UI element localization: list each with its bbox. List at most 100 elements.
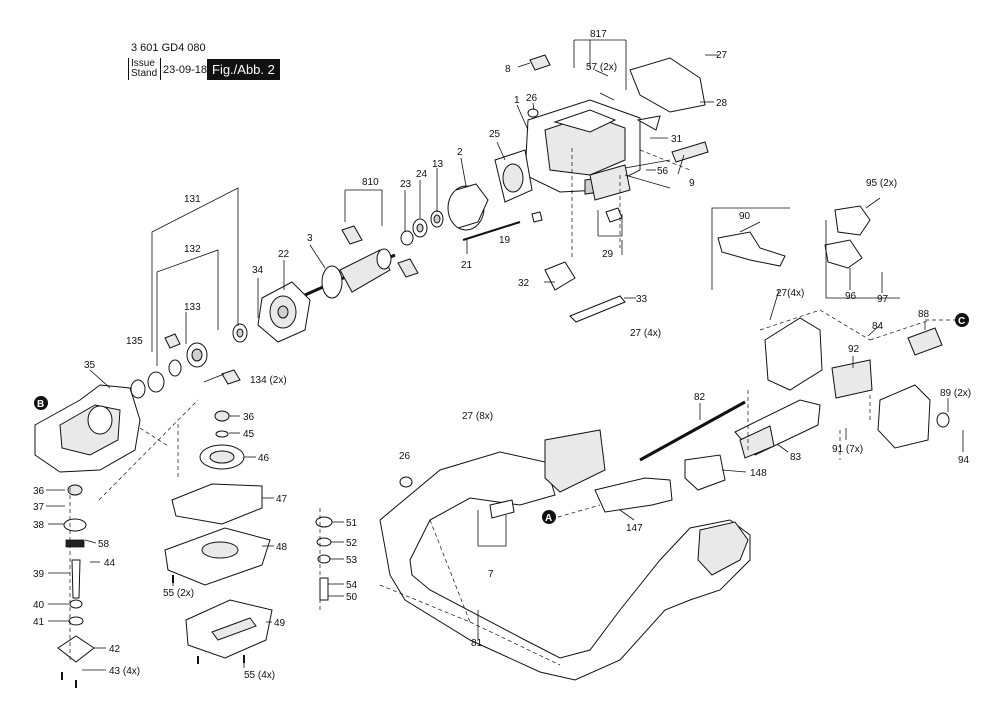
callout-42: 42: [109, 644, 121, 655]
callout-44: 44: [104, 558, 116, 569]
callout-54: 54: [346, 580, 358, 591]
gear-bearing-part: [130, 323, 248, 399]
callout-49: 49: [274, 618, 286, 629]
callout-148: 148: [750, 468, 767, 479]
callout-94: 94: [958, 455, 970, 466]
callout-22: 22: [278, 249, 290, 260]
callout-55-2x: 55 (2x): [163, 588, 194, 599]
callout-55-4x: 55 (4x): [244, 670, 275, 681]
callout-33: 33: [636, 294, 648, 305]
dashed-leader-lines: [69, 148, 958, 666]
callout-37: 37: [33, 502, 45, 513]
screw-part: [61, 575, 245, 688]
callout-81: 81: [471, 638, 483, 649]
callout-135: 135: [126, 336, 143, 347]
callout-83: 83: [790, 452, 802, 463]
callout-26-top: 26: [526, 93, 538, 104]
callout-34: 34: [252, 265, 264, 276]
svg-text:B: B: [37, 399, 44, 410]
callout-95: 95 (2x): [866, 178, 897, 189]
callout-96: 96: [845, 291, 857, 302]
callout-53: 53: [346, 555, 358, 566]
callout-51: 51: [346, 518, 358, 529]
callout-82: 82: [694, 392, 706, 403]
callout-131: 131: [184, 194, 201, 205]
callout-35: 35: [84, 360, 96, 371]
bearing-part: [400, 210, 444, 246]
plug-part: [399, 476, 515, 519]
callout-3: 3: [307, 233, 313, 244]
callout-38: 38: [33, 520, 45, 531]
callout-132: 132: [184, 244, 201, 255]
callout-57: 57 (2x): [586, 62, 617, 73]
svg-text:A: A: [545, 513, 552, 524]
bracket-part: [462, 211, 626, 323]
stand-label: Stand: [131, 68, 158, 79]
armature-part: [304, 248, 396, 299]
cover-part: [527, 54, 709, 163]
callout-32: 32: [518, 278, 530, 289]
end-cap-part: [764, 317, 950, 449]
issue-date: 23-09-18: [163, 64, 208, 76]
callout-26-bottom: 26: [399, 451, 411, 462]
callout-45: 45: [243, 429, 255, 440]
callout-21: 21: [461, 260, 473, 271]
callout-88: 88: [918, 309, 930, 320]
badge-c: C: [955, 313, 969, 327]
callout-810: 810: [362, 177, 379, 188]
callout-36-right: 36: [243, 412, 255, 423]
callout-40: 40: [33, 600, 45, 611]
callout-labels: 1 2 3 7 8 9 13 19 21 22 23 24 25 26 26 2…: [33, 29, 971, 681]
callout-27: 27: [716, 50, 728, 61]
callout-91: 91 (7x): [832, 444, 863, 455]
callout-133: 133: [184, 302, 201, 313]
callout-52: 52: [346, 538, 358, 549]
callout-27-4x: 27 (4x): [630, 328, 661, 339]
bracket-lines: [151, 39, 900, 547]
callout-leaders: [46, 54, 964, 671]
callout-13: 13: [432, 159, 444, 170]
callout-8: 8: [505, 64, 511, 75]
callout-39: 39: [33, 569, 45, 580]
callout-48: 48: [276, 542, 288, 553]
field-coil-part: [447, 183, 489, 231]
issue-label: Issue: [131, 58, 155, 69]
callout-89: 89 (2x): [940, 388, 971, 399]
callout-43: 43 (4x): [109, 666, 140, 677]
gear-housing-part: [34, 384, 141, 473]
callout-27-8x: 27 (8x): [462, 411, 493, 422]
latch-part: [717, 205, 871, 269]
callout-56: 56: [657, 166, 669, 177]
callout-46: 46: [258, 453, 270, 464]
callout-25: 25: [489, 129, 501, 140]
callout-134: 134 (2x): [250, 375, 287, 386]
callout-24: 24: [416, 169, 428, 180]
callout-47: 47: [276, 494, 288, 505]
carbon-brush-part: [341, 225, 419, 278]
badge-a: A: [542, 510, 556, 524]
callout-41: 41: [33, 617, 45, 628]
callout-7: 7: [488, 569, 494, 580]
callout-36-left: 36: [33, 486, 45, 497]
svg-text:C: C: [958, 316, 965, 327]
spindle-lock-part: [315, 516, 333, 601]
callout-28: 28: [716, 98, 728, 109]
part-number: 3 601 GD4 080: [131, 42, 206, 54]
baffle-plate-part: [494, 149, 533, 203]
callout-58: 58: [98, 539, 110, 550]
callout-92: 92: [848, 344, 860, 355]
callout-31: 31: [671, 134, 683, 145]
bearing-flange-part: [257, 281, 311, 343]
spindle-assembly-part: [57, 484, 95, 663]
callout-29: 29: [602, 249, 614, 260]
callout-9: 9: [689, 178, 695, 189]
callout-50: 50: [346, 592, 358, 603]
callout-84: 84: [872, 321, 884, 332]
badge-b: B: [34, 396, 48, 410]
callout-97: 97: [877, 294, 889, 305]
callout-147: 147: [626, 523, 643, 534]
callout-1: 1: [514, 95, 520, 106]
callout-90: 90: [739, 211, 751, 222]
rod-part: [639, 399, 821, 462]
